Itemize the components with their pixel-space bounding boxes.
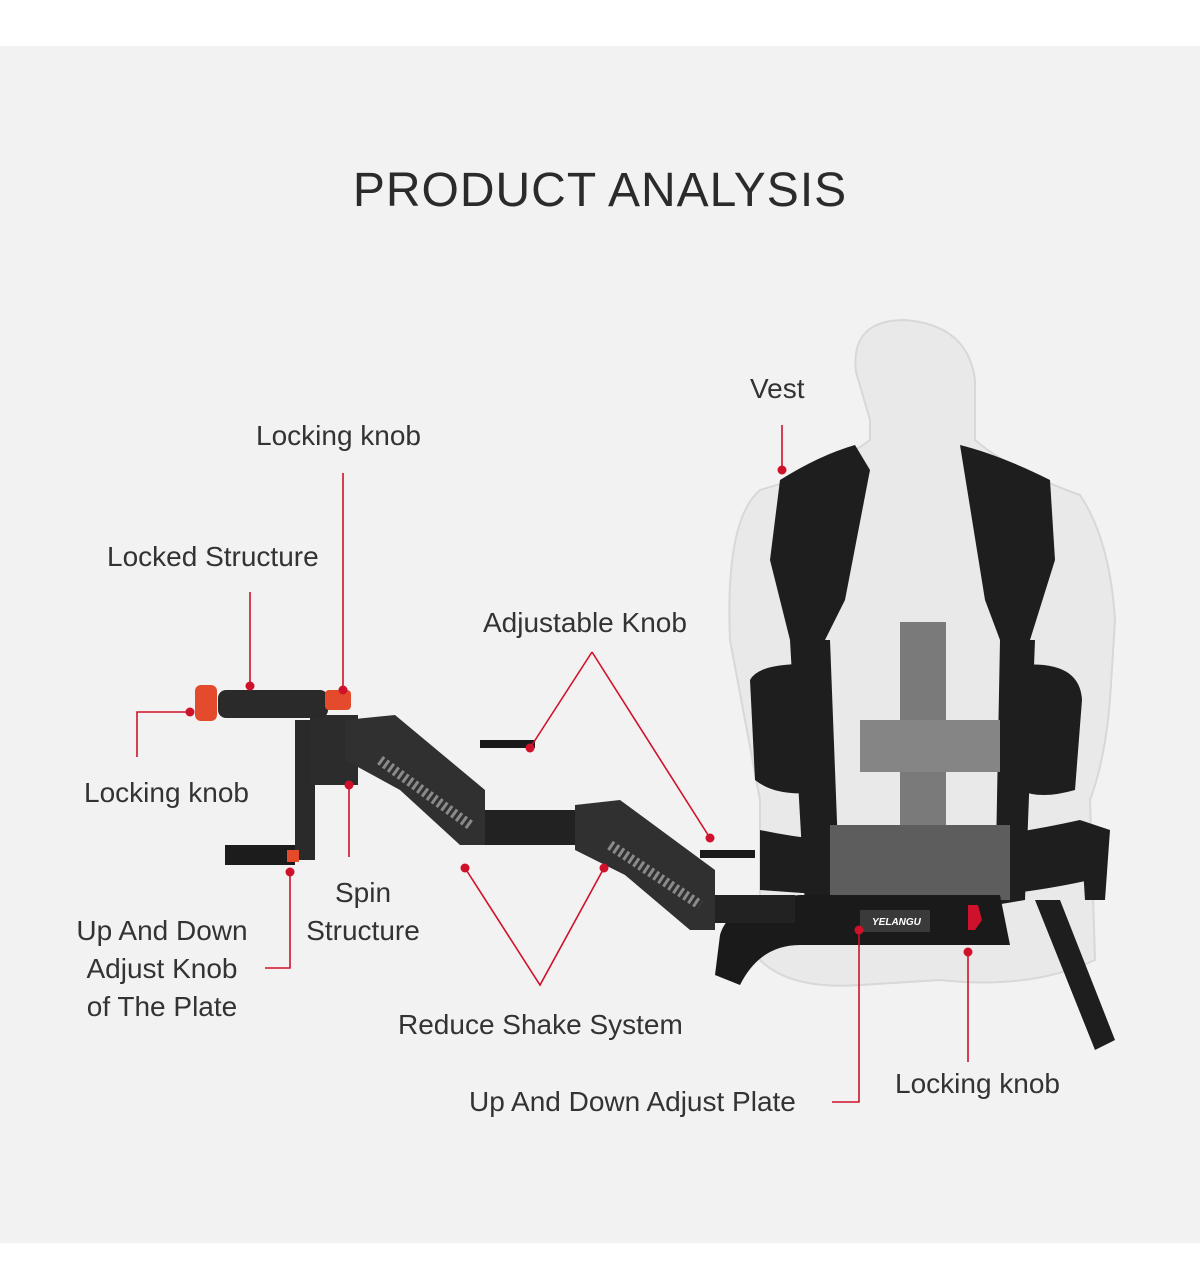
product-illustration: YELANGU bbox=[136, 318, 1117, 1103]
label-spin-structure: Spin Structure bbox=[298, 874, 428, 950]
label-locking-knob-right: Locking knob bbox=[895, 1068, 1061, 1099]
vest-back-plate bbox=[830, 622, 1010, 902]
label-plate-knob-line1: Up And Down bbox=[76, 915, 248, 946]
page-title: PRODUCT ANALYSIS bbox=[352, 164, 848, 217]
brand-plate-text: YELANGU bbox=[872, 917, 922, 928]
label-plate-knob-line3: of The Plate bbox=[86, 990, 238, 1022]
label-plate-knob: Up And Down Adjust Knob of The Plate bbox=[62, 912, 262, 1025]
label-locked-structure: Locked Structure bbox=[107, 541, 319, 572]
label-adjust-plate: Up And Down Adjust Plate bbox=[469, 1086, 796, 1117]
label-locking-knob-left: Locking knob bbox=[84, 777, 250, 808]
label-spin-structure-line1: Spin bbox=[334, 877, 392, 908]
label-spin-structure-line2: Structure bbox=[306, 914, 420, 946]
product-diagram: YELANGU bbox=[0, 46, 1200, 1243]
label-reduce-shake-system: Reduce Shake System bbox=[398, 1009, 683, 1040]
leader-dots bbox=[185, 465, 973, 957]
arm bbox=[195, 685, 795, 930]
label-locking-knob-top: Locking knob bbox=[256, 420, 422, 451]
label-plate-knob-line2: Adjust Knob bbox=[86, 952, 238, 984]
leader-lines bbox=[136, 425, 969, 1103]
label-vest: Vest bbox=[750, 373, 805, 404]
label-adjustable-knob: Adjustable Knob bbox=[483, 607, 687, 638]
